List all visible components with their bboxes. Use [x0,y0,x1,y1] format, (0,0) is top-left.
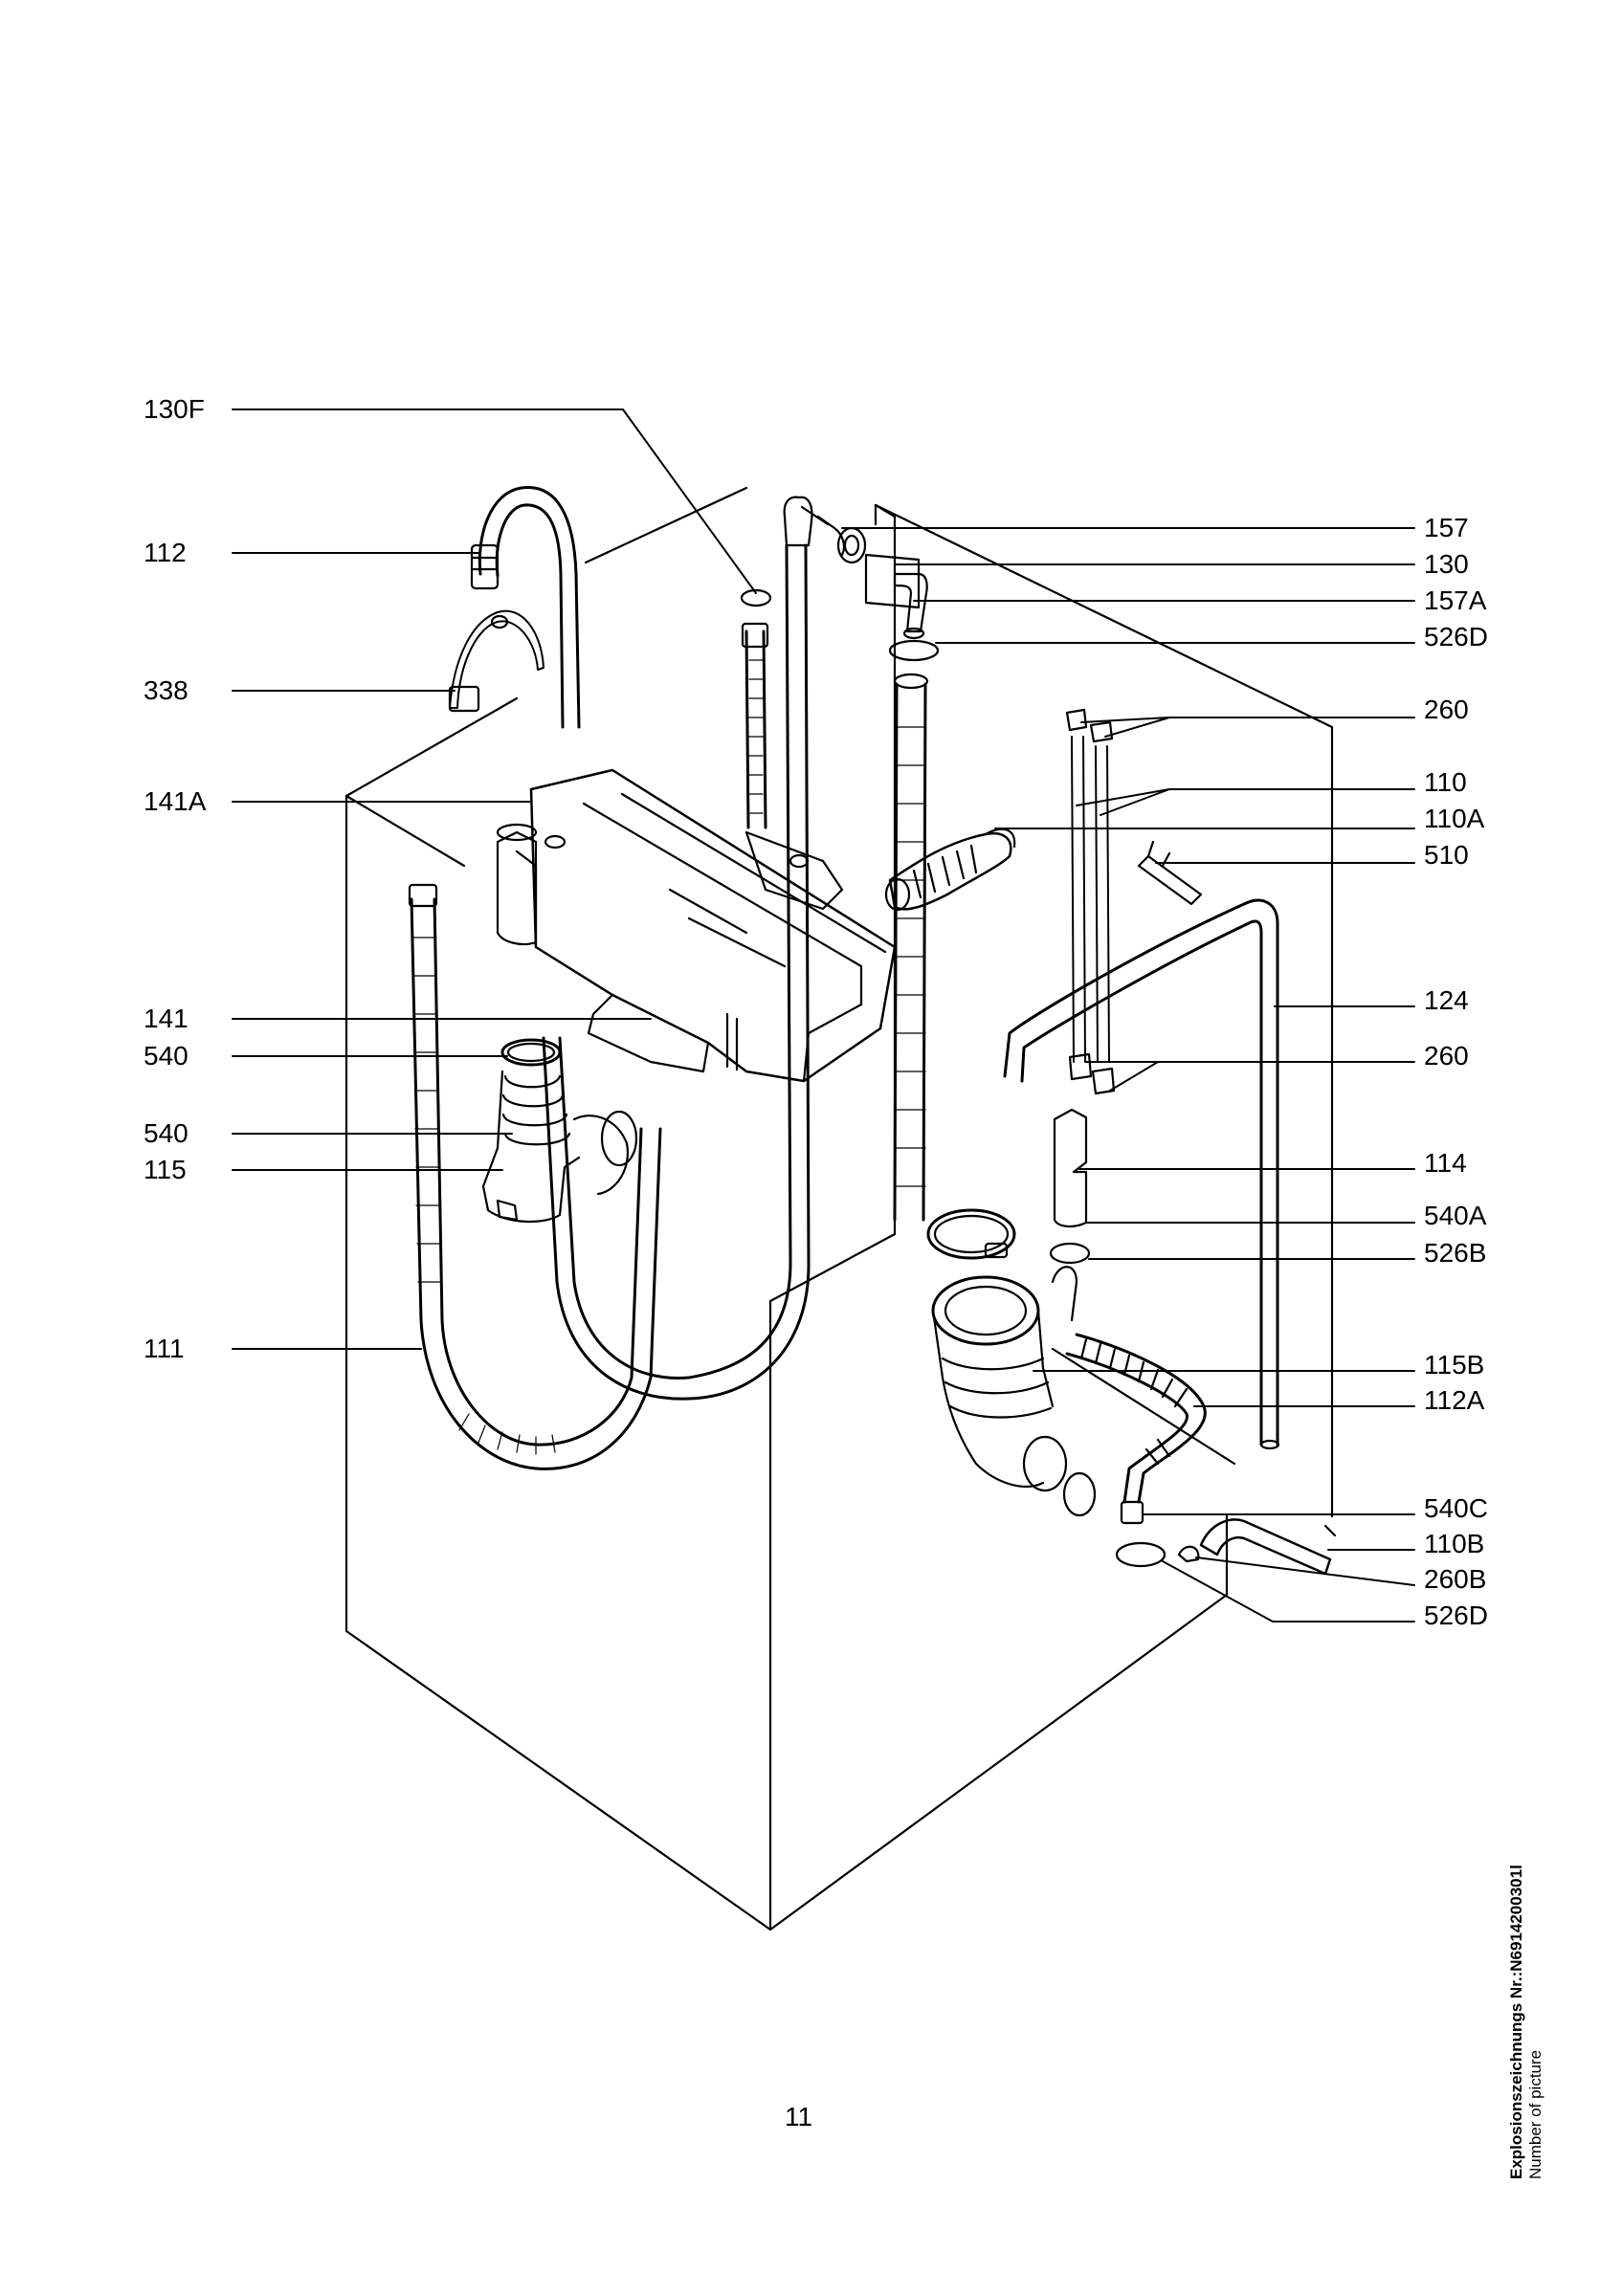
inlet-hose-111 [410,885,660,1468]
hose-124 [1005,900,1278,1448]
hoses-110-pair [1067,710,1114,1093]
caption-drawing-number: Explosionszeichnungs Nr.:N6914200301l [1507,1865,1525,2179]
label-110A: 110A [1424,804,1485,833]
label-526B: 526B [1424,1238,1487,1268]
inlet-hose-112 [472,488,579,727]
label-157A: 157A [1424,585,1487,615]
label-130F: 130F [144,394,205,424]
caption-number-of-picture: Number of picture [1526,2049,1544,2179]
label-540-lower: 540 [144,1118,189,1148]
label-124: 124 [1424,985,1469,1015]
detergent-dispenser-141 [498,770,895,1081]
label-260B: 260B [1424,1564,1487,1594]
picture-number-caption: Explosionszeichnungs Nr.:N6914200301l Nu… [1507,1605,1545,2179]
label-114: 114 [1424,1148,1467,1178]
bracket-338 [450,611,544,711]
part-114 [1055,1110,1086,1226]
label-540-upper: 540 [144,1041,189,1071]
label-115B: 115B [1424,1350,1485,1380]
clamp-526D-bottom [1117,1543,1165,1566]
corrugated-hose-center [743,624,767,828]
label-157: 157 [1424,513,1469,542]
label-526D-upper: 526D [1424,622,1488,651]
corrugated-hose-right [895,674,927,1220]
page-number: 11 [785,2102,813,2131]
label-110: 110 [1424,767,1467,797]
valve-block-130 [866,555,927,638]
label-141A: 141A [144,786,207,816]
cabinet-outline [346,488,1335,1930]
clip-260B [1179,1547,1198,1561]
label-510: 510 [1424,840,1469,870]
part-510 [1139,842,1201,904]
label-540A: 540A [1424,1201,1487,1230]
leader-lines-left [233,409,756,1349]
clamp-526D-top [890,641,938,660]
label-260-upper: 260 [1424,695,1469,724]
label-112A: 112A [1424,1385,1485,1415]
ring-540A [928,1210,1014,1258]
pump-bellows-115 [483,1040,636,1222]
sump-bellows-115B [933,1267,1095,1515]
label-115: 115 [144,1155,187,1184]
label-260-lower: 260 [1424,1041,1469,1071]
label-111: 111 [144,1334,185,1363]
drain-hose-157 [544,497,865,1399]
label-540C: 540C [1424,1493,1488,1523]
corrugated-hose-112A [1067,1335,1205,1523]
ring-130F [742,590,770,606]
label-130: 130 [1424,549,1469,579]
clamp-526B [1051,1244,1089,1263]
label-338: 338 [144,675,189,705]
label-141: 141 [144,1004,189,1033]
label-110B: 110B [1424,1529,1485,1558]
bellows-hose-110A [886,829,1014,910]
label-526D-lower: 526D [1424,1601,1488,1630]
leader-lines-right [842,528,1414,1622]
label-112: 112 [144,538,187,567]
